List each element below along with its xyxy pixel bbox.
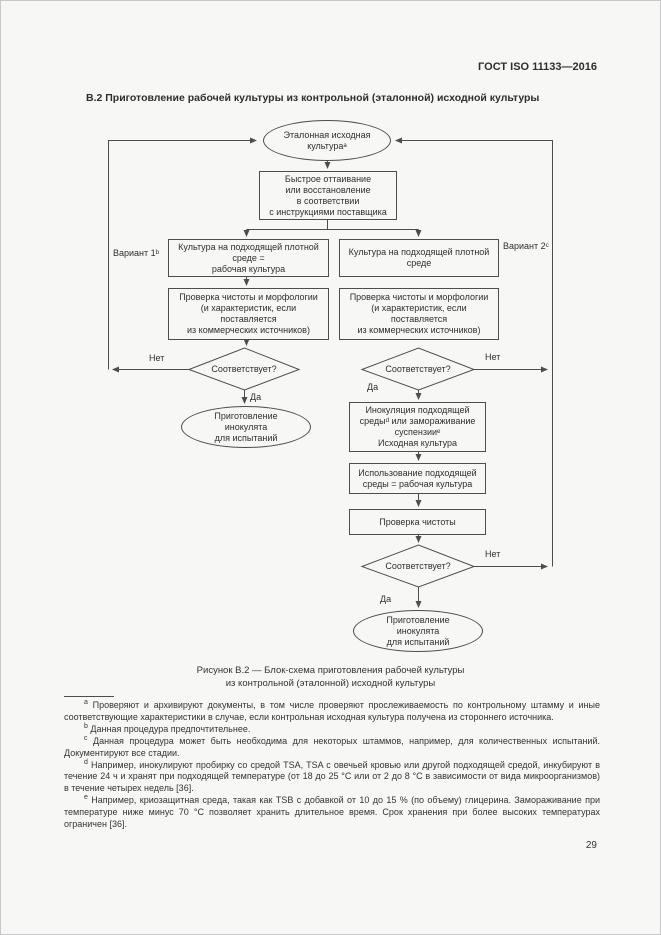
footnote-a-marker: a xyxy=(84,699,88,706)
variant2-check-box: Проверка чистоты и морфологии (и характе… xyxy=(339,288,499,340)
no-label-right1: Нет xyxy=(485,352,501,362)
footnote-e-marker: e xyxy=(84,794,88,802)
variant2-decision1-label: Соответствует? xyxy=(385,364,451,374)
footnote-c-marker: c xyxy=(84,734,88,742)
variant2-end-ellipse: Приготовление инокулята для испытаний xyxy=(353,610,483,652)
right-decision2-diamond xyxy=(360,544,476,588)
variant2-label: Вариант 2ᶜ xyxy=(503,241,549,251)
variant1-label: Вариант 1ᵇ xyxy=(113,248,160,258)
yes-label-right1: Да xyxy=(367,382,379,392)
footnote-d: d Например, инокулируют пробирку со сред… xyxy=(64,758,600,796)
variant1-decision-label: Соответствует? xyxy=(211,364,277,374)
start-ellipse: Эталонная исходная культураᵃ xyxy=(263,120,391,161)
no-label-left: Нет xyxy=(149,353,165,363)
inoculation-box: Инокуляция подходящей средыᵈ или замораж… xyxy=(349,402,486,452)
figure-caption: Рисунок В.2 — Блок-схема приготовления р… xyxy=(196,665,465,689)
variant1-check-box: Проверка чистоты и морфологии (и характе… xyxy=(168,288,329,340)
right-decision1-diamond xyxy=(360,347,476,391)
footnote-e: e Например, криозащитная среда, такая ка… xyxy=(64,794,600,831)
variant2-culture-box: Культура на подходящей плотной среде xyxy=(339,239,499,277)
footnote-a: a Проверяют и архивируют документы, в то… xyxy=(64,699,600,724)
purity-check-box: Проверка чистоты xyxy=(349,509,486,535)
document-header: ГОСТ ISO 11133—2016 xyxy=(478,61,597,73)
footnote-b: b Данная процедура предпочтительнее. xyxy=(64,722,600,736)
footnote-b-text: Данная процедура предпочтительнее. xyxy=(90,723,251,734)
no-label-right2: Нет xyxy=(485,549,501,559)
left-decision-diamond xyxy=(187,347,301,391)
footnote-b-marker: b xyxy=(84,722,88,730)
footnote-a-text: Проверяют и архивируют документы, в том … xyxy=(64,700,600,722)
footnotes-block: a Проверяют и архивируют документы, в то… xyxy=(64,699,600,831)
use-medium-box: Использование подходящей среды = рабочая… xyxy=(349,463,486,494)
footnote-d-text: Например, инокулируют пробирку со средой… xyxy=(64,759,600,794)
yes-label-left: Да xyxy=(250,392,262,402)
page-number: 29 xyxy=(585,840,597,851)
variant1-end-ellipse: Приготовление инокулята для испытаний xyxy=(181,406,311,448)
footnote-c: c Данная процедура может быть необходима… xyxy=(64,734,600,760)
section-title: В.2 Приготовление рабочей культуры из ко… xyxy=(86,92,540,104)
yes-label-right2: Да xyxy=(380,594,392,604)
footnote-c-text: Данная процедура может быть необходима д… xyxy=(64,735,600,758)
variant2-decision2-label: Соответствует? xyxy=(385,561,451,571)
thaw-box: Быстрое оттаивание или восстановление в … xyxy=(259,171,397,220)
footnote-d-marker: d xyxy=(84,758,88,766)
footnote-divider xyxy=(64,696,114,697)
variant1-culture-box: Культура на подходящей плотной среде = р… xyxy=(168,239,329,277)
footnote-e-text: Например, криозащитная среда, такая как … xyxy=(64,795,600,830)
